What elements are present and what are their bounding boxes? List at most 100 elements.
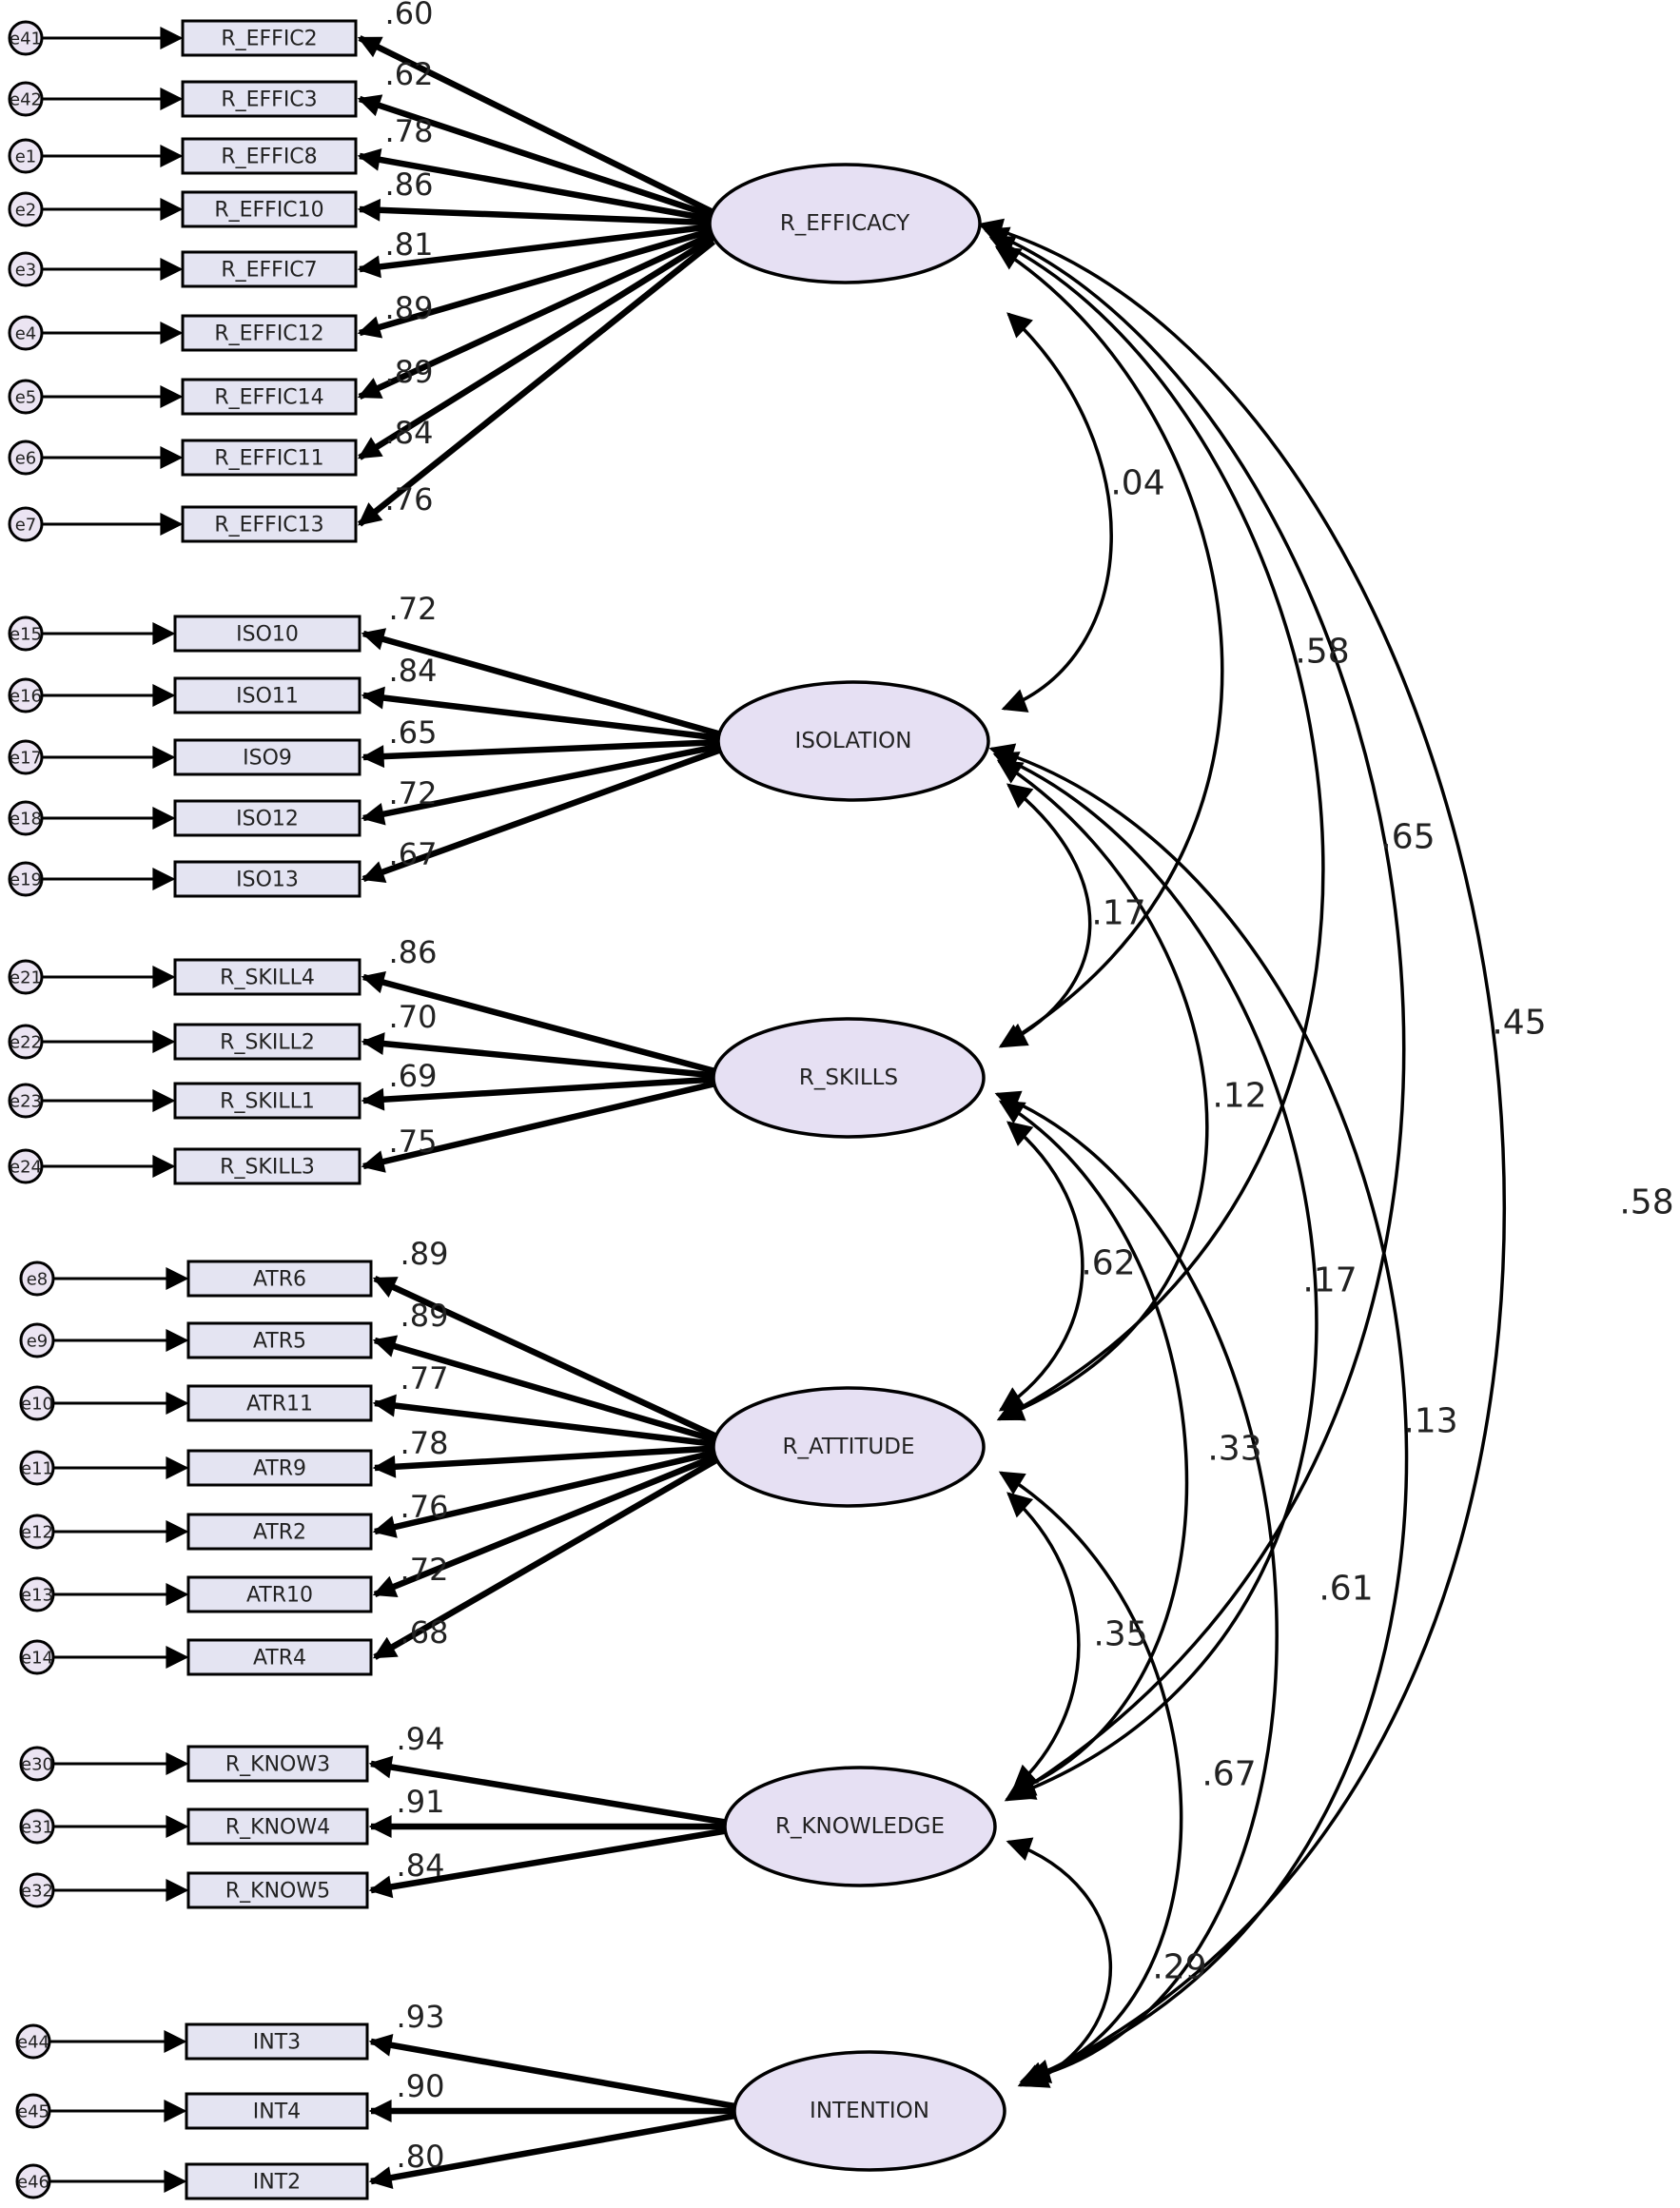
error-term-label: e2 <box>15 201 37 221</box>
indicator-box <box>181 505 358 543</box>
error-term-label: e10 <box>21 1395 53 1415</box>
error-term-label: e3 <box>15 261 37 281</box>
indicator-box <box>173 860 361 898</box>
loading-value: .89 <box>385 290 434 326</box>
indicator-label: ISO12 <box>236 808 299 831</box>
error-term-label: e14 <box>21 1649 53 1669</box>
loading-path-arrow <box>372 1394 718 1448</box>
error-term-circle <box>15 2163 51 2199</box>
error-term-label: e22 <box>10 1033 42 1053</box>
correlation-value: .29 <box>1152 1948 1206 1987</box>
loading-value: .78 <box>400 1425 449 1461</box>
error-term-circle <box>8 20 44 56</box>
correlation-value: .17 <box>1302 1261 1357 1300</box>
indicator-box <box>185 2022 369 2061</box>
latent-r-efficacy-ellipse <box>708 163 982 284</box>
indicator-label: R_EFFIC10 <box>214 199 323 223</box>
indicator-box <box>181 80 358 118</box>
error-term-circle <box>8 739 44 775</box>
indicator-box <box>186 1638 373 1676</box>
loading-value: .84 <box>397 1847 445 1884</box>
indicator-box <box>186 1513 373 1551</box>
loading-path-arrow <box>361 970 718 1075</box>
indicator-label: INT2 <box>253 2171 301 2195</box>
indicator-box <box>173 676 361 714</box>
loading-path-arrow <box>357 148 714 223</box>
indicator-box <box>173 738 361 776</box>
loading-path-arrow <box>357 226 714 339</box>
indicator-box <box>186 1321 373 1359</box>
error-term-circle <box>8 1024 44 1060</box>
indicator-label: R_KNOW4 <box>225 1816 330 1840</box>
correlation-value: .45 <box>1492 1004 1546 1043</box>
correlation-curve <box>992 752 1319 1800</box>
correlation-curve <box>994 245 1224 1048</box>
indicator-box <box>186 1449 373 1487</box>
error-term-label: e11 <box>21 1459 53 1479</box>
correlation-curve <box>988 236 1325 1421</box>
indicator-box <box>185 2162 369 2200</box>
correlation-value: .61 <box>1319 1570 1373 1609</box>
error-term-circle <box>15 2093 51 2129</box>
error-term-label: e15 <box>10 625 42 645</box>
indicator-label: R_EFFIC13 <box>214 514 323 537</box>
error-term-circle <box>8 81 44 117</box>
loading-path-arrow <box>361 686 723 742</box>
error-term-label: e17 <box>10 749 42 769</box>
error-term-circle <box>8 861 44 897</box>
error-term-label: e5 <box>15 388 37 408</box>
error-term-circle <box>19 1322 55 1358</box>
loading-value: .62 <box>385 56 434 92</box>
loading-value: .77 <box>400 1360 449 1397</box>
error-term-label: e42 <box>10 90 42 110</box>
latent-label: R_ATTITUDE <box>782 1435 914 1459</box>
indicator-box <box>173 1147 361 1185</box>
loading-value: .72 <box>400 1552 449 1588</box>
correlation-value: .58 <box>1619 1183 1673 1222</box>
loading-value: .75 <box>389 1124 438 1160</box>
label-layer: R_EFFICACYISOLATIONR_SKILLSR_ATTITUDER_K… <box>10 0 1674 2195</box>
indicator-box <box>186 1745 369 1783</box>
latent-isolation-ellipse <box>716 680 990 802</box>
loading-value: .67 <box>389 836 438 872</box>
loading-path-arrow <box>361 1080 718 1173</box>
loading-value: .76 <box>385 481 434 518</box>
error-term-circle <box>8 1083 44 1119</box>
loading-value: .76 <box>400 1489 449 1525</box>
loading-value: .91 <box>397 1784 445 1820</box>
correlation-curve <box>977 218 1506 2087</box>
indicator-box <box>181 250 358 288</box>
error-term-label: e12 <box>21 1523 53 1543</box>
indicator-box <box>181 190 358 228</box>
loading-path-arrow <box>361 1076 718 1111</box>
loading-path-arrow <box>368 2112 739 2189</box>
loading-value: .72 <box>389 775 438 811</box>
correlation-curve <box>998 1121 1084 1412</box>
correlation-curve <box>1006 1837 1113 2088</box>
indicator-box <box>186 1575 373 1613</box>
indicator-label: ATR2 <box>253 1521 306 1545</box>
error-term-label: e30 <box>21 1755 53 1775</box>
correlation-curve <box>988 743 1409 2086</box>
loading-value: .86 <box>389 934 438 970</box>
indicator-label: R_KNOW3 <box>225 1753 330 1777</box>
indicator-box <box>181 19 358 57</box>
indicator-box <box>173 1023 361 1061</box>
loading-path-arrow <box>361 628 723 738</box>
indicator-label: ATR5 <box>253 1330 306 1354</box>
correlation-value: .12 <box>1212 1077 1266 1116</box>
error-term-label: e18 <box>10 810 42 830</box>
error-term-circle <box>8 138 44 174</box>
indicator-label: ATR4 <box>253 1647 306 1671</box>
latent-label: R_KNOWLEDGE <box>775 1814 945 1839</box>
error-term-circle <box>8 1148 44 1184</box>
error-term-label: e41 <box>10 29 42 49</box>
error-term-label: e44 <box>17 2033 49 2053</box>
loading-path-arrow <box>361 746 724 883</box>
loading-path-arrow <box>368 1755 730 1827</box>
loading-value: .81 <box>385 226 434 263</box>
indicator-box <box>181 314 358 352</box>
error-term-circle <box>19 1576 55 1612</box>
error-term-label: e31 <box>21 1818 53 1838</box>
indicator-label: R_SKILL1 <box>220 1090 315 1114</box>
